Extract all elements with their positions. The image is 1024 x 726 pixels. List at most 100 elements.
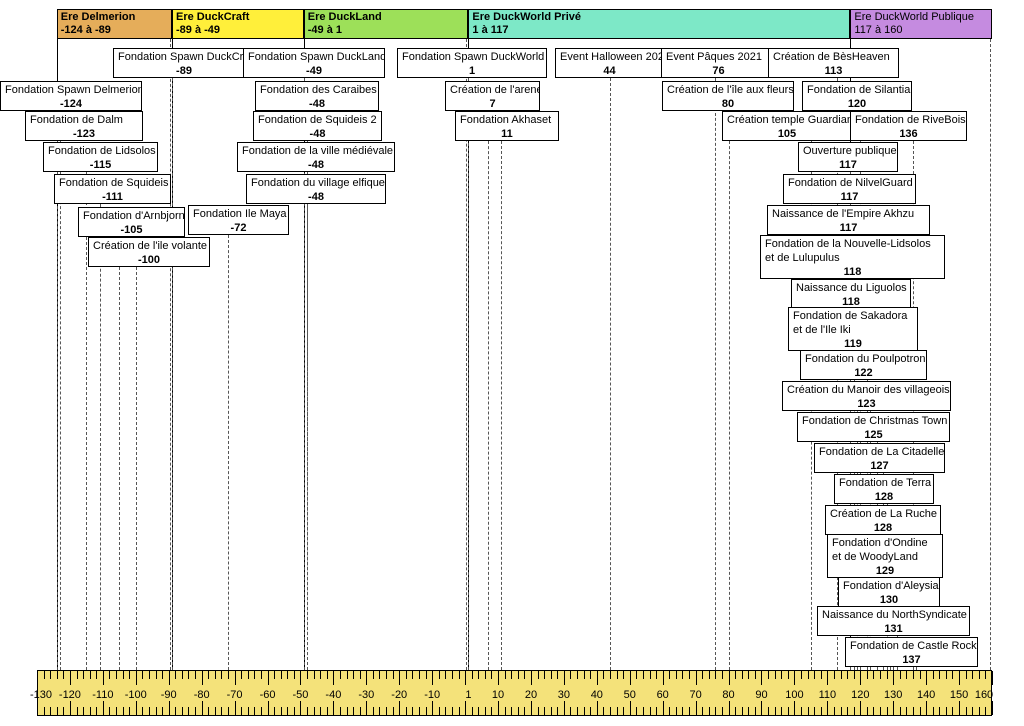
ruler-tick: [438, 707, 440, 715]
event-leader-line: [303, 78, 305, 670]
ruler-tick: [63, 707, 65, 715]
event-label: Fondation de Terra: [839, 477, 932, 489]
event-leader-line: [99, 204, 101, 670]
ruler-tick: [307, 671, 309, 679]
ruler-tick: [669, 671, 671, 679]
ruler-tick: [135, 701, 137, 715]
ruler-tick: [952, 671, 954, 679]
ruler-label: -100: [124, 689, 147, 701]
event-leader-line: [60, 141, 62, 670]
ruler-tick: [945, 707, 947, 715]
ruler-tick: [254, 707, 256, 715]
ruler-tick: [636, 671, 638, 679]
era-range: -124 à -89: [60, 24, 111, 36]
event-leader-line: [135, 267, 137, 670]
ruler-tick: [866, 671, 868, 679]
era-name: Ere DuckWorld Publique: [854, 11, 975, 23]
ruler-tick: [985, 671, 987, 679]
ruler-tick: [735, 707, 737, 715]
ruler-tick: [577, 707, 579, 715]
ruler-tick: [50, 707, 52, 715]
ruler-label: 30: [557, 689, 571, 701]
ruler-tick: [181, 707, 183, 715]
ruler-tick: [662, 671, 664, 685]
ruler-tick: [932, 707, 934, 715]
ruler-tick: [346, 671, 348, 679]
ruler-label: -70: [226, 689, 243, 701]
ruler-tick: [392, 671, 394, 679]
ruler-tick: [794, 701, 796, 715]
ruler-label: -10: [424, 689, 441, 701]
ruler-label: 140: [916, 689, 936, 701]
ruler-tick: [76, 671, 78, 679]
ruler-tick: [274, 671, 276, 679]
ruler-tick: [208, 707, 210, 715]
ruler-label: 1: [465, 689, 472, 701]
ruler-tick: [484, 671, 486, 679]
ruler-tick: [978, 707, 980, 715]
ruler-tick: [669, 707, 671, 715]
ruler-tick: [596, 671, 598, 685]
event-year: 117: [839, 222, 858, 234]
ruler-tick: [478, 707, 480, 715]
event-year: 76: [712, 65, 725, 77]
ruler-tick: [827, 671, 829, 685]
ruler-tick: [814, 707, 816, 715]
event-leader-line: [715, 78, 717, 670]
ruler-tick: [557, 707, 559, 715]
ruler-tick: [405, 707, 407, 715]
ruler-tick: [353, 671, 355, 679]
ruler-tick: [596, 701, 598, 715]
ruler-tick: [234, 701, 236, 715]
ruler-tick: [379, 671, 381, 679]
ruler-tick: [267, 671, 269, 685]
ruler-tick: [610, 707, 611, 715]
ruler-tick: [570, 707, 572, 715]
ruler-tick: [853, 707, 855, 715]
ruler-label: -30: [358, 689, 375, 701]
event-year: -48: [309, 128, 326, 140]
event-label: Fondation des Caraibes: [260, 84, 377, 96]
ruler-tick: [866, 707, 868, 715]
ruler-tick: [241, 671, 243, 679]
era-name: Ere DuckLand: [307, 11, 382, 23]
event-year: 113: [824, 65, 843, 77]
ruler-tick: [741, 671, 743, 679]
ruler-label: -80: [193, 689, 210, 701]
ruler-tick: [280, 707, 282, 715]
ruler-tick: [96, 707, 98, 715]
ruler-tick: [155, 707, 157, 715]
era-name: Ere DuckWorld Privé: [472, 11, 582, 23]
ruler-tick: [590, 671, 592, 679]
ruler-tick: [116, 707, 118, 715]
event-label: Fondation de la ville médiévale: [242, 145, 394, 157]
ruler-tick: [787, 707, 789, 715]
ruler-tick: [629, 701, 631, 715]
ruler-label: 160: [974, 689, 994, 701]
event-leader-line: [610, 78, 611, 670]
era-band: Ere DuckCraft-89 à -49: [172, 9, 304, 39]
ruler-label: -20: [391, 689, 408, 701]
ruler-tick: [721, 671, 723, 679]
ruler-tick: [570, 671, 572, 679]
ruler-tick: [965, 707, 967, 715]
ruler-tick: [919, 671, 921, 679]
ruler-tick: [399, 701, 401, 715]
event-year: 118: [843, 266, 862, 278]
event-label: Création de BèsHeaven: [773, 51, 890, 63]
ruler-tick: [906, 707, 908, 715]
ruler-tick: [656, 671, 658, 679]
ruler-tick: [642, 707, 644, 715]
event-year: 123: [857, 398, 876, 410]
ruler-tick: [715, 671, 717, 679]
ruler-tick: [214, 707, 216, 715]
ruler-label: -90: [160, 689, 177, 701]
event-label: Fondation de Lidsolos: [48, 145, 156, 157]
ruler-tick: [912, 671, 914, 679]
event-box: Fondation du village elfique-48: [246, 174, 386, 204]
event-year: 117: [840, 191, 859, 203]
ruler-tick: [491, 707, 493, 715]
event-year: -48: [309, 98, 325, 110]
